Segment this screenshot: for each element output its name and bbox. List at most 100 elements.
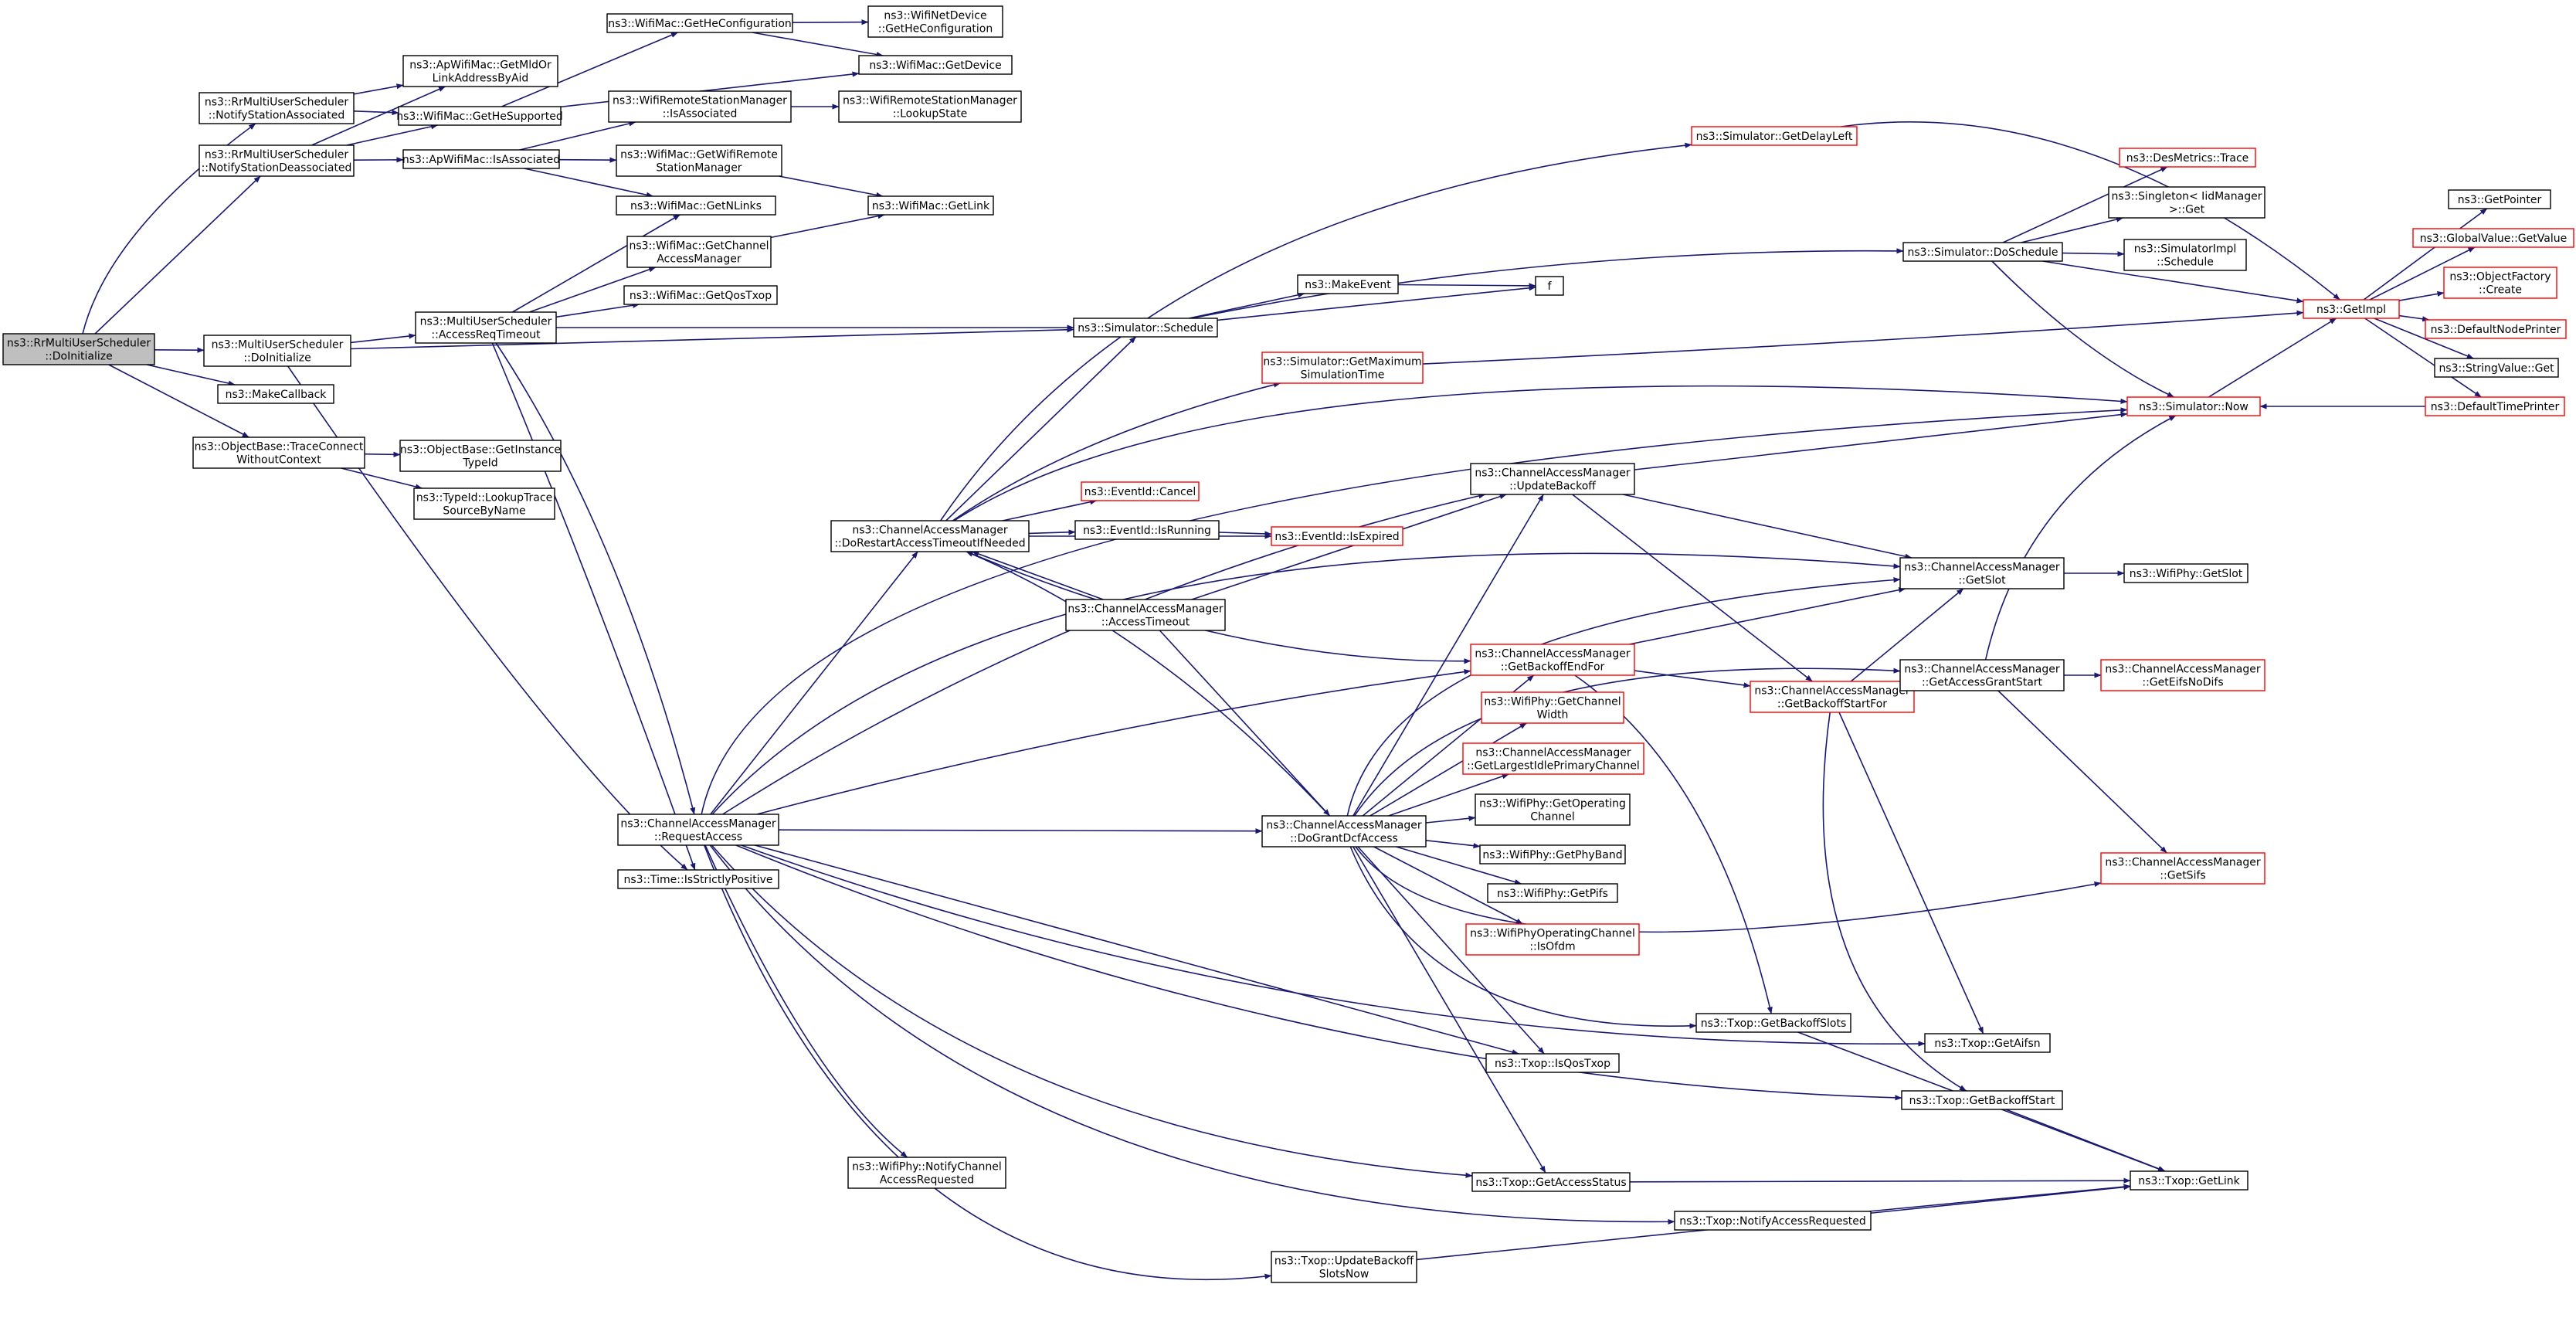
node-getHeSupported[interactable]: ns3::WifiMac::GetHeSupported — [396, 106, 563, 126]
node-label-line: ::GetSlot — [1958, 575, 2006, 587]
node-getPointer[interactable]: ns3::GetPointer — [2448, 189, 2551, 209]
node-getPhyBand[interactable]: ns3::WifiPhy::GetPhyBand — [1479, 844, 1626, 865]
node-getHeConfig[interactable]: ns3::WifiMac::GetHeConfiguration — [606, 13, 793, 33]
edge-root-to-muDoInit — [154, 347, 205, 353]
node-label-line: ::GetHeConfiguration — [878, 23, 993, 36]
node-box — [626, 236, 772, 268]
node-doSchedule[interactable]: ns3::Simulator::DoSchedule — [1902, 242, 2063, 262]
node-box — [617, 869, 779, 889]
node-label-line: ns3::WifiMac::GetChannel — [630, 240, 769, 253]
node-getAccessGrantStart[interactable]: ns3::ChannelAccessManager::GetAccessGran… — [1899, 659, 2065, 691]
node-muDoInit[interactable]: ns3::MultiUserScheduler::DoInitialize — [203, 335, 351, 367]
node-globalValueGet[interactable]: ns3::GlobalValue::GetValue — [2412, 228, 2574, 248]
node-doGrantDcf[interactable]: ns3::ChannelAccessManager::DoGrantDcfAcc… — [1261, 815, 1427, 848]
node-eventIsRunning[interactable]: ns3::EventId::IsRunning — [1074, 520, 1220, 540]
node-makeCallback[interactable]: ns3::MakeCallback — [217, 384, 334, 404]
node-getWifiRemote[interactable]: ns3::WifiMac::GetWifiRemoteStationManage… — [616, 144, 782, 177]
node-f[interactable]: f — [1535, 276, 1564, 296]
node-eventIsExpired[interactable]: ns3::EventId::IsExpired — [1271, 526, 1403, 546]
node-getPifs[interactable]: ns3::WifiPhy::GetPifs — [1487, 883, 1618, 903]
node-isOfdm[interactable]: ns3::WifiPhyOperatingChannel::IsOfdm — [1465, 923, 1640, 956]
node-getBackoffSlots[interactable]: ns3::Txop::GetBackoffSlots — [1695, 1013, 1851, 1033]
node-label-line: ns3::ChannelAccessManager — [1266, 820, 1422, 832]
node-label-line: ::GetBackoffStartFor — [1777, 698, 1887, 711]
node-doRestart[interactable]: ns3::ChannelAccessManager::DoRestartAcce… — [830, 520, 1030, 552]
node-getEifsNoDifs[interactable]: ns3::ChannelAccessManager::GetEifsNoDifs — [2100, 659, 2265, 691]
node-label-line: ns3::GetPointer — [2458, 194, 2542, 206]
node-getDelayLeft[interactable]: ns3::Simulator::GetDelayLeft — [1691, 126, 1858, 146]
node-remoteIsAssociated[interactable]: ns3::WifiRemoteStationManager::IsAssocia… — [608, 90, 792, 123]
node-requestAccess[interactable]: ns3::ChannelAccessManager::RequestAccess — [617, 814, 779, 846]
edge-getAccessGrantStart-to-getSifs — [1997, 690, 2167, 854]
node-isQosTxop[interactable]: ns3::Txop::IsQosTxop — [1485, 1053, 1620, 1073]
node-simImplSchedule[interactable]: ns3::SimulatorImpl::Schedule — [2123, 239, 2247, 271]
node-getNLinks[interactable]: ns3::WifiMac::GetNLinks — [616, 195, 776, 216]
node-getQosTxop[interactable]: ns3::WifiMac::GetQosTxop — [623, 285, 778, 305]
node-accessTimeout[interactable]: ns3::ChannelAccessManager::AccessTimeout — [1065, 599, 1226, 631]
node-label-line: ns3::ChannelAccessManager — [1904, 664, 2060, 676]
node-getLink[interactable]: ns3::WifiMac::GetLink — [867, 195, 994, 216]
node-accessReqTimeout[interactable]: ns3::MultiUserScheduler::AccessReqTimeou… — [415, 311, 557, 344]
node-simNow[interactable]: ns3::Simulator::Now — [2126, 396, 2261, 416]
node-box — [867, 195, 994, 216]
node-label-line: ::DoInitialize — [45, 351, 112, 363]
edge-doGrantDcf-to-getLargestIdle — [1388, 773, 1509, 817]
node-root[interactable]: ns3::RrMultiUserScheduler::DoInitialize — [2, 333, 155, 365]
edge-doGrantDcf-to-getPhyBand — [1425, 840, 1481, 849]
node-eventCancel[interactable]: ns3::EventId::Cancel — [1081, 481, 1200, 501]
node-netDevHeConfig[interactable]: ns3::WifiNetDevice::GetHeConfiguration — [867, 5, 1003, 38]
node-getBackoffStart[interactable]: ns3::Txop::GetBackoffStart — [1901, 1090, 2063, 1110]
edge-doSchedule-to-simImplSchedule — [2062, 251, 2125, 257]
node-notifyAccessRequested[interactable]: ns3::Txop::NotifyAccessRequested — [1674, 1211, 1872, 1231]
node-getImpl[interactable]: ns3::GetImpl — [2303, 299, 2400, 319]
node-getBackoffEndFor[interactable]: ns3::ChannelAccessManager::GetBackoffEnd… — [1470, 644, 1635, 676]
node-getDevice[interactable]: ns3::WifiMac::GetDevice — [858, 55, 1013, 75]
node-label-line: ns3::RrMultiUserScheduler — [205, 149, 348, 161]
edge-doRestart-to-eventIsRunning — [1028, 529, 1076, 535]
node-getAccessStatus[interactable]: ns3::Txop::GetAccessStatus — [1471, 1172, 1631, 1192]
node-getBackoffStartFor[interactable]: ns3::ChannelAccessManager::GetBackoffSta… — [1750, 681, 1915, 713]
node-getLargestIdle[interactable]: ns3::ChannelAccessManager::GetLargestIdl… — [1462, 742, 1644, 775]
node-getSifs[interactable]: ns3::ChannelAccessManager::GetSifs — [2100, 852, 2265, 885]
node-notifyAssoc[interactable]: ns3::RrMultiUserScheduler::NotifyStation… — [199, 92, 355, 124]
node-lookupState[interactable]: ns3::WifiRemoteStationManager::LookupSta… — [838, 90, 1022, 123]
node-txopGetLink[interactable]: ns3::Txop::GetLink — [2130, 1170, 2248, 1191]
node-label-line: ns3::ChannelAccessManager — [2105, 857, 2261, 869]
node-box — [1479, 844, 1626, 865]
node-notifyDeassoc[interactable]: ns3::RrMultiUserScheduler::NotifyStation… — [199, 144, 355, 177]
node-label-line: ns3::Txop::NotifyAccessRequested — [1679, 1215, 1865, 1228]
edge-getChannelAccessMgr-to-getLink — [770, 213, 885, 239]
node-label-line: ns3::DefaultTimePrinter — [2431, 401, 2560, 413]
node-makeEvent[interactable]: ns3::MakeEvent — [1297, 274, 1399, 294]
edge-getMaxSimTime-to-getImpl — [1422, 310, 2304, 365]
node-phyGetSlot[interactable]: ns3::WifiPhy::GetSlot — [2123, 563, 2248, 583]
edge-getBackoffStartFor-to-getBackoffStart — [1822, 712, 1967, 1092]
node-getSlot[interactable]: ns3::ChannelAccessManager::GetSlot — [1899, 557, 2065, 589]
node-traceConnect[interactable]: ns3::ObjectBase::TraceConnectWithoutCont… — [192, 437, 365, 469]
node-label-line: ns3::EventId::IsRunning — [1083, 525, 1211, 537]
node-stringValueGet[interactable]: ns3::StringValue::Get — [2434, 358, 2559, 378]
node-simSchedule[interactable]: ns3::Simulator::Schedule — [1073, 318, 1218, 338]
node-defaultTimePrinter[interactable]: ns3::DefaultTimePrinter — [2425, 396, 2565, 416]
node-defaultNodePrinter[interactable]: ns3::DefaultNodePrinter — [2425, 319, 2567, 339]
node-isStrictlyPositive[interactable]: ns3::Time::IsStrictlyPositive — [617, 869, 779, 889]
node-label-line: ns3::ChannelAccessManager — [852, 525, 1008, 537]
edge-getImpl-to-defaultTimePrinter — [2364, 318, 2482, 398]
node-updateBackoff[interactable]: ns3::ChannelAccessManager::UpdateBackoff — [1470, 463, 1635, 495]
node-objectFactoryCreate[interactable]: ns3::ObjectFactory::Create — [2443, 267, 2557, 299]
node-desMetricsTrace[interactable]: ns3::DesMetrics::Trace — [2119, 148, 2256, 168]
node-notifyChannelAccessRequested[interactable]: ns3::WifiPhy::NotifyChannelAccessRequest… — [847, 1157, 1006, 1189]
node-singletonGet[interactable]: ns3::Singleton< IidManager >::Get — [2108, 186, 2265, 219]
node-box — [2123, 239, 2247, 271]
node-getAifsn[interactable]: ns3::Txop::GetAifsn — [1924, 1033, 2051, 1053]
node-apIsAssociated[interactable]: ns3::ApWifiMac::IsAssociated — [402, 149, 560, 169]
